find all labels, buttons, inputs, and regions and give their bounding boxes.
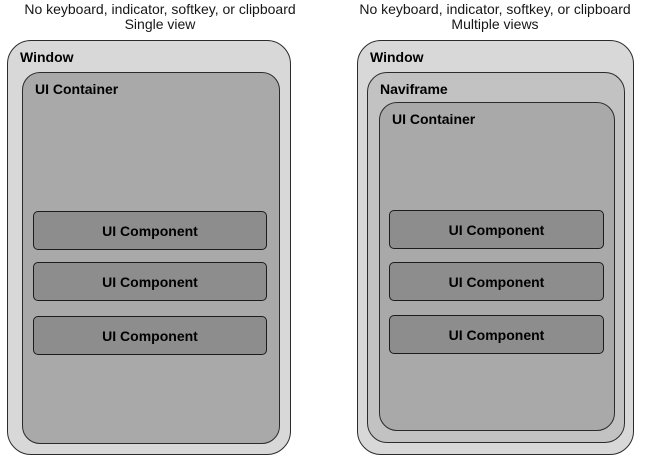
caption-single-view: No keyboard, indicator, softkey, or clip…	[6, 2, 314, 32]
ui-container-box: UI Container UI Component UI Component U…	[379, 102, 615, 431]
ui-component-label: UI Component	[448, 221, 545, 238]
ui-component-box: UI Component	[33, 316, 267, 355]
ui-component-label: UI Component	[102, 273, 198, 290]
ui-component-box: UI Component	[33, 211, 267, 250]
ui-component-label: UI Component	[448, 326, 545, 343]
ui-container-box: UI Container UI Component UI Component U…	[22, 72, 280, 444]
ui-container-label: UI Container	[392, 111, 476, 127]
naviframe-box: Naviframe UI Container UI Component UI C…	[367, 72, 625, 443]
caption-line2: Single view	[124, 16, 196, 32]
ui-component-box: UI Component	[389, 210, 604, 249]
window-label: Window	[370, 49, 424, 65]
caption-line2: Multiple views	[451, 16, 539, 32]
caption-line1: No keyboard, indicator, softkey, or clip…	[24, 1, 296, 17]
ui-component-box: UI Component	[389, 262, 604, 301]
ui-component-box: UI Component	[33, 262, 267, 301]
caption-line1: No keyboard, indicator, softkey, or clip…	[359, 1, 631, 17]
ui-component-box: UI Component	[389, 315, 604, 354]
ui-component-label: UI Component	[102, 222, 198, 239]
window-box-multiple-views: Window Naviframe UI Container UI Compone…	[357, 40, 634, 455]
window-box-single-view: Window UI Container UI Component UI Comp…	[7, 40, 291, 455]
ui-component-label: UI Component	[448, 273, 545, 290]
caption-multiple-views: No keyboard, indicator, softkey, or clip…	[345, 2, 645, 32]
ui-container-label: UI Container	[35, 81, 119, 97]
ui-component-label: UI Component	[102, 327, 198, 344]
naviframe-label: Naviframe	[380, 81, 448, 97]
window-label: Window	[20, 49, 74, 65]
